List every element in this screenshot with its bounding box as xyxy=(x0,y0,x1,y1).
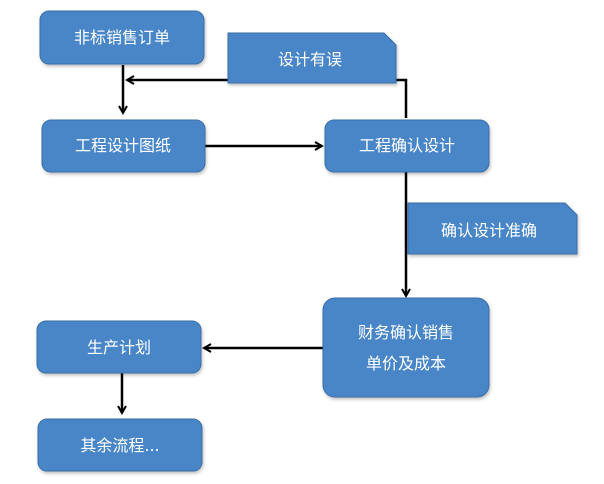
node-finance-text-1: 财务确认销售 xyxy=(358,323,454,342)
node-finance: 财务确认销售 单价及成本 xyxy=(322,297,490,398)
node-other: 其余流程... xyxy=(37,418,203,472)
node-confirm: 工程确认设计 xyxy=(324,119,490,173)
label-design-error: 设计有误 xyxy=(227,32,397,84)
node-order-text: 非标销售订单 xyxy=(74,28,170,47)
node-plan: 生产计划 xyxy=(36,320,202,374)
connectors xyxy=(122,65,406,413)
node-plan-text: 生产计划 xyxy=(87,338,151,357)
node-confirm-text: 工程确认设计 xyxy=(359,136,455,155)
node-drawing-text: 工程设计图纸 xyxy=(75,136,171,155)
node-finance-text-2: 单价及成本 xyxy=(366,354,446,373)
label-design-error-text: 设计有误 xyxy=(278,50,342,69)
node-other-text: 其余流程... xyxy=(80,436,159,455)
label-design-ok: 确认设计准确 xyxy=(407,202,578,255)
node-drawing: 工程设计图纸 xyxy=(41,119,206,173)
arrow-confirm-to-order xyxy=(127,80,408,118)
label-design-ok-text: 确认设计准确 xyxy=(441,221,537,240)
node-order: 非标销售订单 xyxy=(39,10,205,65)
